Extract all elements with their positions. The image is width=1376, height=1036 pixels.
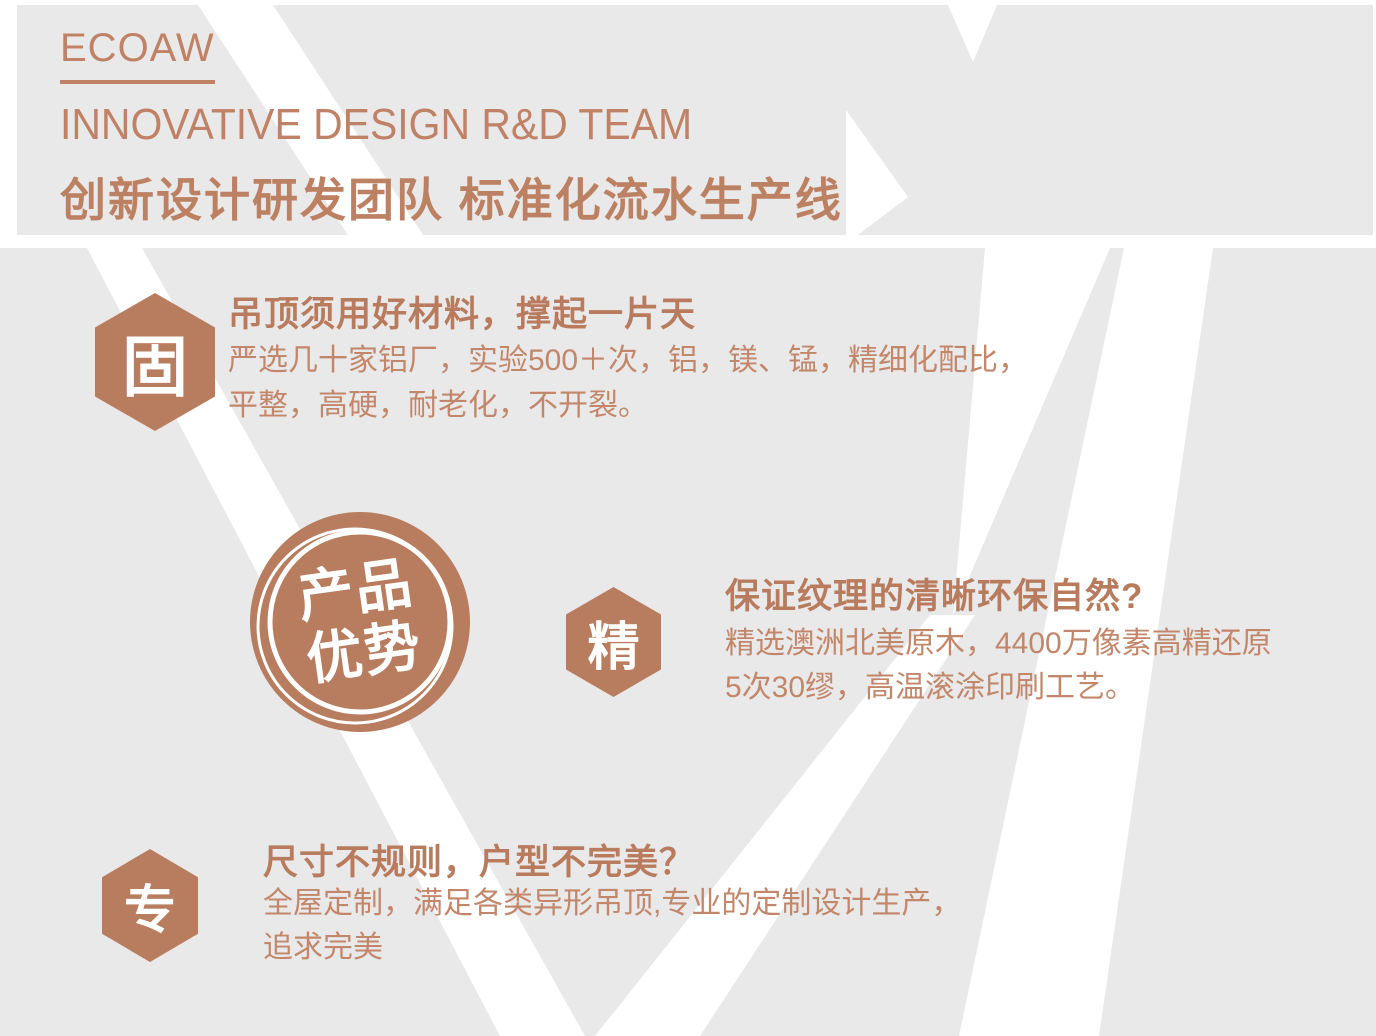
hexagon-badge-char: 专 xyxy=(123,882,176,940)
section-3-body-line: 全屋定制，满足各类异形吊顶,专业的定制设计生产， xyxy=(263,887,962,920)
header-subtitle-en: INNOVATIVE DESIGN R&D TEAM xyxy=(60,100,693,149)
section-3-body: 全屋定制，满足各类异形吊顶,专业的定制设计生产， 追求完美 xyxy=(263,882,961,970)
section-2-body: 精选澳洲北美原木，4400万像素高精还原 5次30缪，高温滚涂印刷工艺。 xyxy=(725,622,1272,710)
product-advantage-badge: 产品 优势 xyxy=(248,510,472,734)
section-3-body-line: 追求完美 xyxy=(263,931,383,964)
section-1-body-line: 平整，高硬，耐老化，不开裂。 xyxy=(228,389,648,422)
section-1-body: 严选几十家铝厂，实验500＋次，铝，镁、锰，精细化配比， 平整，高硬，耐老化，不… xyxy=(228,338,1028,428)
header: ECOAW INNOVATIVE DESIGN R&D TEAM 创新设计研发团… xyxy=(60,26,843,230)
section-2-body-line: 5次30缪，高温滚涂印刷工艺。 xyxy=(725,671,1136,704)
section-1-heading: 吊顶须用好材料，撑起一片天 xyxy=(228,295,697,334)
circle-badge-label: 产品 优势 xyxy=(234,496,487,749)
hexagon-badge-solid-icon: 固 xyxy=(95,293,215,431)
section-3-heading: 尺寸不规则，户型不完美？ xyxy=(263,843,696,882)
section-2-body-line: 精选澳洲北美原木，4400万像素高精还原 xyxy=(725,627,1272,660)
section-1-body-line: 严选几十家铝厂，实验500＋次，铝，镁、锰，精细化配比， xyxy=(228,344,1029,377)
section-2-heading: 保证纹理的清晰环保自然? xyxy=(725,577,1144,616)
circle-badge-line2: 优势 xyxy=(302,612,427,692)
hexagon-badge-char: 精 xyxy=(587,618,640,677)
header-title-cn: 创新设计研发团队 标准化流水生产线 xyxy=(60,174,843,226)
circle-badge-icon xyxy=(250,512,470,732)
brand-logo: ECOAW xyxy=(60,26,215,84)
hexagon-badge-char: 固 xyxy=(122,330,188,404)
